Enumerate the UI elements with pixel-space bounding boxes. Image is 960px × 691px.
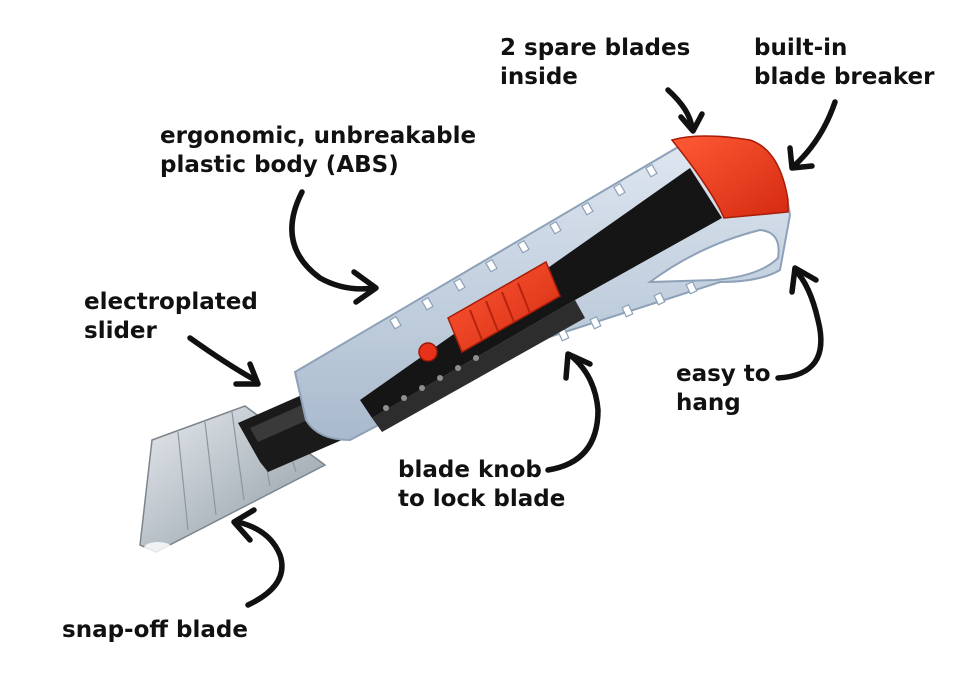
label-spare-blades-line2: inside: [500, 64, 578, 90]
label-knob-line2: to lock blade: [398, 486, 566, 512]
arrow-slider: [187, 335, 261, 387]
label-spare-blades: 2 spare blades inside: [500, 34, 690, 92]
annotation-arrows: [187, 87, 838, 608]
hang-hole: [646, 228, 780, 284]
lock-button: [418, 342, 438, 362]
arrow-blade-breaker: [787, 99, 838, 171]
arrow-hang: [775, 265, 824, 381]
label-plastic-body-line2: plastic body (ABS): [160, 152, 399, 178]
label-slider-line2: slider: [84, 318, 157, 344]
blade-knob: [418, 260, 561, 362]
label-hang-line2: hang: [676, 390, 741, 416]
arrow-spare-blades: [665, 87, 705, 134]
blade-breaker-cap: [670, 135, 789, 219]
label-slider-line1: electroplated: [84, 289, 258, 315]
arrow-knob: [545, 351, 601, 473]
label-blade-line1: snap-off blade: [62, 617, 248, 643]
label-blade-breaker-line2: blade breaker: [754, 64, 935, 90]
label-knob-line1: blade knob: [398, 457, 542, 483]
label-slider: electroplated slider: [84, 288, 258, 346]
label-knob: blade knob to lock blade: [398, 456, 565, 514]
label-plastic-body: ergonomic, unbreakable plastic body (ABS…: [160, 122, 476, 180]
label-hang-line1: easy to: [676, 361, 771, 387]
label-blade: snap-off blade: [62, 616, 248, 645]
label-hang: easy to hang: [676, 360, 771, 418]
arrow-blade: [231, 507, 285, 608]
label-blade-breaker: built-in blade breaker: [754, 34, 935, 92]
label-plastic-body-line1: ergonomic, unbreakable: [160, 123, 477, 149]
arrow-plastic-body: [289, 189, 379, 305]
label-spare-blades-line1: 2 spare blades: [500, 35, 691, 61]
label-blade-breaker-line1: built-in: [754, 35, 848, 61]
